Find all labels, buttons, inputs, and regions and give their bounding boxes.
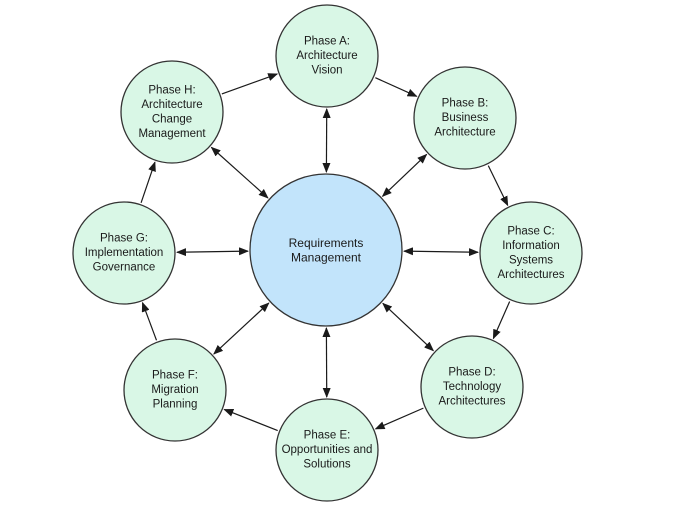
phase-b-node-label-line: Architecture bbox=[434, 127, 495, 139]
phase-c-node-label-line: Architectures bbox=[497, 269, 564, 281]
link-requirements-g bbox=[175, 247, 250, 257]
requirements-management-node-label-line: Management bbox=[291, 250, 362, 264]
phase-g-node-label-line: Phase G: bbox=[100, 233, 148, 245]
arrow-a-to-b bbox=[375, 77, 418, 97]
phase-c-node-label-line: Phase C: bbox=[507, 225, 554, 237]
phase-a-node-label-line: Architecture bbox=[296, 50, 357, 62]
arrow-g-to-h bbox=[140, 161, 156, 204]
phase-g-node-label-line: Implementation bbox=[85, 247, 164, 259]
phase-c-node-circle bbox=[479, 201, 583, 305]
phase-c-node-label-line: Information bbox=[502, 240, 560, 252]
arrow-f-to-g bbox=[141, 301, 158, 341]
arrow-h-to-a bbox=[221, 73, 279, 95]
arrow-b-to-c bbox=[487, 165, 509, 207]
phase-e-node-label-line: Solutions bbox=[303, 459, 351, 471]
phase-b-node-label-line: Phase B: bbox=[442, 98, 489, 110]
phase-a-node-label-line: Vision bbox=[311, 65, 342, 77]
phase-d-node-label-line: Architectures bbox=[438, 396, 505, 408]
phase-h-node-label-line: Phase H: bbox=[148, 84, 195, 96]
link-requirements-h bbox=[210, 146, 269, 199]
phase-f-node-label-line: Phase F: bbox=[152, 370, 198, 382]
phase-a-node-circle bbox=[275, 4, 379, 108]
phase-f-node-label-line: Planning bbox=[153, 399, 198, 411]
arrow-d-to-e bbox=[374, 407, 424, 430]
link-requirements-f bbox=[213, 302, 270, 355]
phase-f-node-label-line: Migration bbox=[151, 384, 198, 396]
arrow-c-to-d bbox=[492, 301, 511, 340]
phase-h-node-label-line: Change bbox=[152, 113, 192, 125]
link-requirements-d bbox=[382, 302, 435, 352]
phase-c-node-label-line: Systems bbox=[509, 254, 553, 266]
phase-d-node-label-line: Technology bbox=[443, 381, 501, 393]
requirements-management-node-circle bbox=[249, 173, 403, 327]
connector-layer bbox=[140, 73, 511, 432]
phase-h-node-label-line: Management bbox=[138, 128, 206, 140]
phase-g-node-label-line: Governance bbox=[93, 262, 156, 274]
phase-e-node-label-line: Phase E: bbox=[304, 430, 351, 442]
phase-g-node-circle bbox=[72, 201, 176, 305]
link-requirements-b bbox=[381, 153, 428, 197]
phase-d-node-label-line: Phase D: bbox=[448, 367, 495, 379]
phase-e-node-circle bbox=[275, 398, 379, 502]
phase-d-node-circle bbox=[420, 335, 524, 439]
link-requirements-c bbox=[402, 247, 480, 257]
phase-b-node-circle bbox=[413, 66, 517, 170]
phase-a-node-label-line: Phase A: bbox=[304, 36, 350, 48]
arrow-e-to-f bbox=[223, 408, 278, 432]
phase-b-node-label-line: Business bbox=[442, 112, 489, 124]
phase-h-node-label-line: Architecture bbox=[141, 99, 202, 111]
phase-f-node-circle bbox=[123, 338, 227, 442]
requirements-management-node-label-line: Requirements bbox=[289, 236, 364, 250]
phase-h-node-circle bbox=[120, 60, 224, 164]
phase-e-node-label-line: Opportunities and bbox=[282, 444, 373, 456]
